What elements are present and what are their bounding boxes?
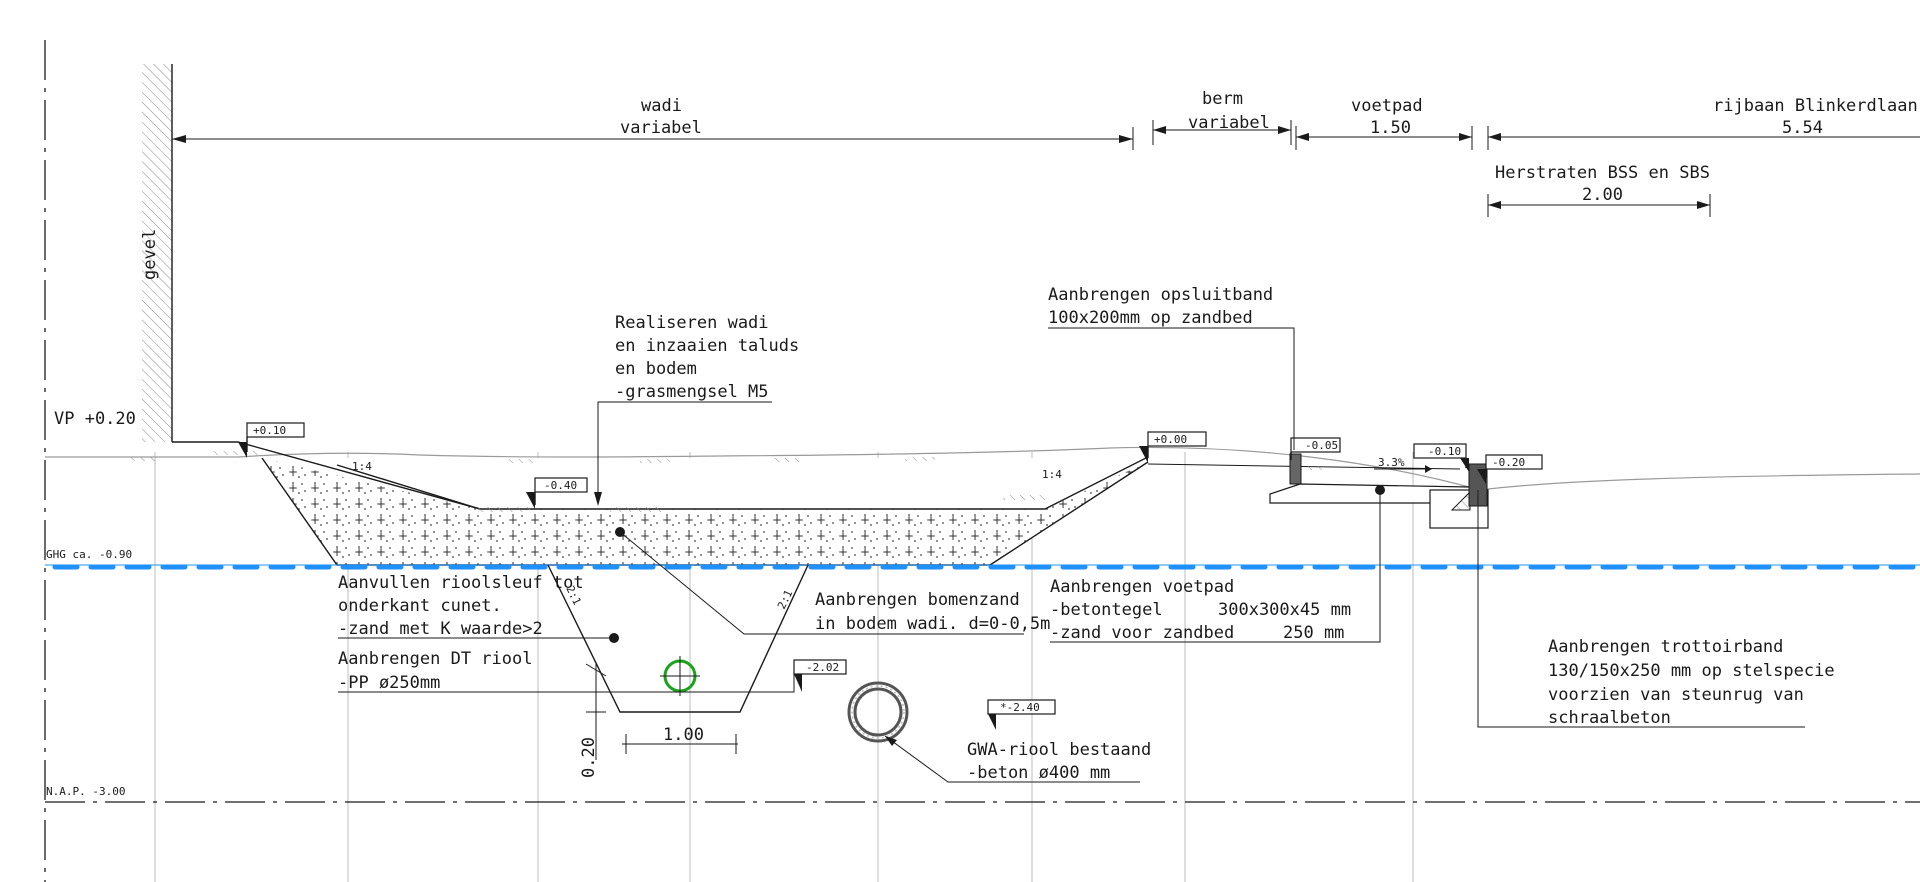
- svg-text:-zand met K waarde>2: -zand met K waarde>2: [338, 619, 543, 639]
- note-bomenzand: Aanbrengen bomenzand in bodem wadi. d=0-…: [615, 527, 1050, 635]
- grass-tufts: [125, 451, 1325, 512]
- svg-text:Aanbrengen trottoirband: Aanbrengen trottoirband: [1548, 637, 1783, 657]
- svg-text:-grasmengsel M5: -grasmengsel M5: [615, 382, 769, 402]
- svg-text:+0.00: +0.00: [1154, 433, 1187, 446]
- svg-text:-zand voor zandbed: -zand voor zandbed: [1050, 623, 1234, 643]
- svg-text:-0.40: -0.40: [544, 479, 577, 492]
- svg-text:-0.20: -0.20: [1492, 456, 1525, 469]
- svg-text:Aanbrengen bomenzand: Aanbrengen bomenzand: [815, 590, 1020, 610]
- level-marker-gwa-riool: *-2.40: [987, 699, 1056, 730]
- voetpad-dim-value: 1.50: [1370, 118, 1411, 138]
- svg-text:in bodem wadi. d=0-0,5m: in bodem wadi. d=0-0,5m: [815, 614, 1050, 634]
- voetpad-dim-title: voetpad: [1351, 96, 1423, 116]
- level-marker-rijbaan: -0.20: [1477, 454, 1543, 484]
- svg-text:*-2.40: *-2.40: [1000, 701, 1040, 714]
- level-marker-berm: +0.00: [1139, 431, 1207, 463]
- level-marker-trottoir: -0.10: [1413, 443, 1469, 472]
- trench-width-label: 1.00: [663, 725, 704, 745]
- svg-text:-0.10: -0.10: [1428, 445, 1461, 458]
- svg-text:voorzien van steunrug van: voorzien van steunrug van: [1548, 685, 1804, 705]
- level-marker-wadi-top: +0.10: [238, 422, 305, 458]
- herstraten-dim-value: 2.00: [1582, 185, 1623, 205]
- rijbaan-dim-value: 5.54: [1782, 118, 1823, 138]
- herstraten-dim-title: Herstraten BSS en SBS: [1495, 163, 1710, 183]
- svg-text:Aanbrengen voetpad: Aanbrengen voetpad: [1050, 577, 1234, 597]
- slope-left-label: 1:4: [352, 460, 372, 473]
- gwa-pipe: [847, 681, 909, 743]
- svg-text:130/150x250 mm op stelspecie: 130/150x250 mm op stelspecie: [1548, 661, 1835, 681]
- note-trottoir: Aanbrengen trottoirband 130/150x250 mm o…: [1477, 490, 1835, 728]
- rijbaan-dim-title: rijbaan Blinkerdlaan: [1713, 96, 1918, 116]
- note-wadi: Realiseren wadi en inzaaien taluds en bo…: [594, 313, 799, 506]
- top-dimensions: wadi variabel berm variabel voetpad 1.50…: [172, 89, 1920, 217]
- note-gwa: GWA-riool bestaand -beton ø400 mm: [884, 735, 1151, 783]
- dt-pipe: [660, 656, 700, 696]
- berm-dim-title: berm: [1202, 89, 1243, 109]
- svg-text:+0.10: +0.10: [253, 424, 286, 437]
- svg-text:100x200mm op zandbed: 100x200mm op zandbed: [1048, 308, 1253, 328]
- existing-ground-line: [45, 446, 1920, 491]
- nap-label: N.A.P. -3.00: [46, 785, 125, 798]
- vp-level-label: VP +0.20: [54, 409, 136, 429]
- pavement-slope-label: 3.3%: [1378, 456, 1405, 469]
- slope-right-label: 1:4: [1042, 468, 1062, 481]
- svg-text:en inzaaien taluds: en inzaaien taluds: [615, 336, 799, 356]
- svg-text:-0.05: -0.05: [1305, 439, 1338, 452]
- svg-text:onderkant cunet.: onderkant cunet.: [338, 596, 502, 616]
- svg-text:Realiseren wadi: Realiseren wadi: [615, 313, 769, 333]
- note-voetpad: Aanbrengen voetpad -betontegel 300x300x4…: [1050, 485, 1385, 643]
- note-dt-riool: Aanbrengen DT riool -PP ø250mm: [338, 649, 795, 693]
- pipe-trench: 2:1 2:1 0.20 1.00: [547, 564, 809, 778]
- bedding-dim-label: 0.20: [579, 737, 599, 778]
- level-marker-opsluitband: -0.05: [1290, 437, 1341, 460]
- svg-text:-2.02: -2.02: [806, 661, 839, 674]
- level-marker-wadi-bottom: -0.40: [526, 477, 588, 509]
- svg-text:Aanvullen rioolsleuf tot: Aanvullen rioolsleuf tot: [338, 573, 584, 593]
- svg-text:schraalbeton: schraalbeton: [1548, 708, 1671, 728]
- trench-right-label: 2:1: [775, 588, 795, 612]
- svg-text:Aanbrengen opsluitband: Aanbrengen opsluitband: [1048, 285, 1273, 305]
- svg-text:300x300x45 mm: 300x300x45 mm: [1218, 600, 1351, 620]
- note-sleuf: Aanvullen rioolsleuf tot onderkant cunet…: [338, 573, 619, 643]
- wadi-dim-value: variabel: [620, 118, 702, 138]
- note-opsluitband: Aanbrengen opsluitband 100x200mm op zand…: [1048, 285, 1295, 450]
- svg-text:en bodem: en bodem: [615, 359, 697, 379]
- berm-dim-value: variabel: [1188, 113, 1270, 133]
- svg-text:-beton ø400 mm: -beton ø400 mm: [967, 763, 1110, 783]
- svg-text:-betontegel: -betontegel: [1050, 600, 1163, 620]
- ghg-label: GHG ca. -0.90: [46, 548, 132, 561]
- gevel-label: gevel: [140, 229, 160, 280]
- svg-text:GWA-riool bestaand: GWA-riool bestaand: [967, 740, 1151, 760]
- level-marker-dt-riool: -2.02: [793, 659, 847, 692]
- svg-text:Aanbrengen DT riool: Aanbrengen DT riool: [338, 649, 532, 669]
- ghg-water-level: GHG ca. -0.90: [45, 548, 1920, 570]
- svg-text:-PP ø250mm: -PP ø250mm: [338, 673, 440, 693]
- gevel-facade: gevel: [140, 64, 173, 442]
- level-markers: +0.10 -0.40 +0.00 -0.05 -0.10: [238, 422, 1543, 730]
- svg-text:250 mm: 250 mm: [1283, 623, 1344, 643]
- wadi-dim-title: wadi: [641, 96, 682, 116]
